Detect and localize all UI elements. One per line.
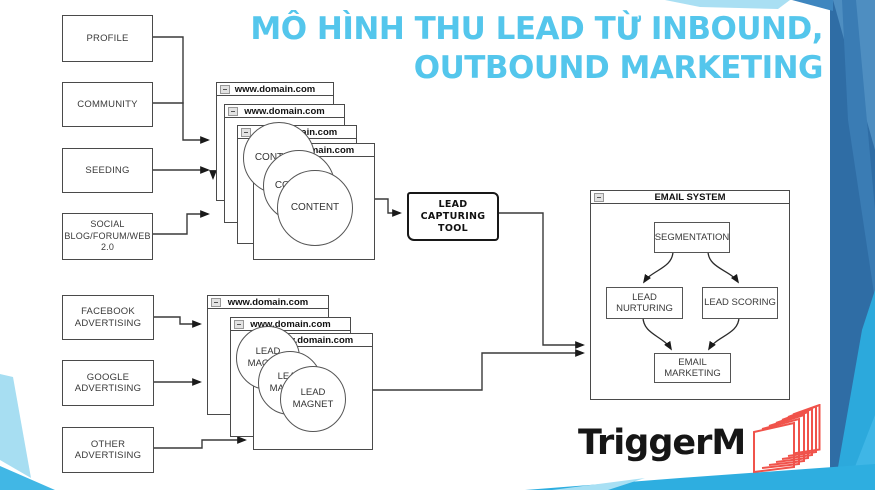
source-label: COMMUNITY bbox=[77, 98, 138, 110]
page-title: MÔ HÌNH THU LEAD TỪ INBOUND, OUTBOUND MA… bbox=[205, 10, 823, 88]
right-band-facet-cyan-bright bbox=[846, 415, 875, 490]
source-label: SOCIAL BLOG/FORUM/WEB 2.0 bbox=[64, 219, 151, 253]
source-label: SEEDING bbox=[85, 164, 130, 176]
node-lead-nurturing: LEAD NURTURING bbox=[606, 287, 683, 319]
source-box-google-advertising: GOOGLE ADVERTISING bbox=[62, 360, 154, 406]
arrow-segmentation-to-nurturing bbox=[642, 250, 674, 284]
connector-other bbox=[152, 436, 247, 449]
title-line-2: OUTBOUND MARKETING bbox=[413, 50, 824, 86]
minimize-icon bbox=[220, 85, 230, 94]
triggerm-logo-icon bbox=[753, 404, 821, 474]
node-label: SEGMENTATION bbox=[654, 231, 730, 243]
lead-capturing-tool-box: LEAD CAPTURING TOOL bbox=[407, 192, 499, 241]
browser-title: www.domain.com bbox=[272, 334, 354, 346]
connector-facebook bbox=[152, 316, 202, 328]
browser-title: www.domain.com bbox=[250, 318, 331, 330]
browser-title: www.domain.com bbox=[244, 105, 325, 117]
bottom-left-corner bbox=[0, 466, 55, 490]
node-label: EMAIL MARKETING bbox=[664, 356, 721, 380]
source-label: OTHER ADVERTISING bbox=[74, 438, 142, 462]
connector-tool-to-email bbox=[495, 212, 585, 349]
browser-title-bar: www.domain.com bbox=[231, 318, 350, 331]
source-label: GOOGLE ADVERTISING bbox=[74, 371, 142, 395]
source-box-community: COMMUNITY bbox=[62, 82, 153, 127]
browser-title: www.domain.com bbox=[227, 296, 309, 308]
source-box-profile: PROFILE bbox=[62, 15, 153, 62]
right-band-facet-cyan bbox=[834, 290, 875, 490]
bottom-band-highlight bbox=[552, 478, 645, 490]
minimize-icon bbox=[594, 193, 604, 202]
lead-capturing-tool-label: LEAD CAPTURING TOOL bbox=[420, 198, 486, 234]
title-line-1: MÔ HÌNH THU LEAD TỪ INBOUND, bbox=[250, 11, 823, 47]
email-system-title: EMAIL SYSTEM bbox=[654, 191, 726, 203]
source-label: FACEBOOK ADVERTISING bbox=[74, 306, 142, 329]
connector-magnet-to-email bbox=[371, 349, 585, 391]
arrow-scoring-to-marketing bbox=[708, 316, 740, 351]
connector-profile bbox=[151, 36, 210, 144]
minimize-icon bbox=[241, 128, 251, 137]
source-label: PROFILE bbox=[86, 32, 129, 44]
source-box-social: SOCIAL BLOG/FORUM/WEB 2.0 bbox=[62, 213, 153, 260]
connector-social bbox=[152, 210, 210, 235]
top-sliver-light bbox=[665, 0, 790, 9]
bottom-left-wedge bbox=[0, 374, 31, 478]
browser-title-bar: www.domain.com bbox=[225, 105, 344, 118]
email-system-window: EMAIL SYSTEM SEGMENTATION LEAD NURTURING… bbox=[590, 190, 790, 400]
source-box-facebook-advertising: FACEBOOK ADVERTISING bbox=[62, 295, 154, 340]
node-email-marketing: EMAIL MARKETING bbox=[654, 353, 731, 383]
content-circle: CONTENT bbox=[277, 170, 353, 246]
node-lead-scoring: LEAD SCORING bbox=[702, 287, 778, 319]
source-box-seeding: SEEDING bbox=[62, 148, 153, 193]
connector-content-to-tool bbox=[373, 198, 402, 217]
source-box-other-advertising: OTHER ADVERTISING bbox=[62, 427, 154, 473]
arrow-nurturing-to-marketing bbox=[642, 316, 672, 351]
circle-label: LEAD MAGNET bbox=[292, 387, 334, 410]
email-flow-arrows bbox=[642, 250, 740, 351]
right-band-facet-mid bbox=[842, 0, 875, 300]
node-label: LEAD NURTURING bbox=[616, 291, 673, 315]
email-system-title-bar: EMAIL SYSTEM bbox=[591, 191, 789, 204]
browser-title-bar: www.domain.com bbox=[217, 83, 333, 96]
right-band-facet-top bbox=[833, 0, 875, 150]
minimize-icon bbox=[211, 298, 221, 307]
minimize-icon bbox=[234, 320, 244, 329]
right-band bbox=[830, 0, 875, 490]
minimize-icon bbox=[228, 107, 238, 116]
browser-title: www.domain.com bbox=[234, 83, 316, 95]
node-segmentation: SEGMENTATION bbox=[654, 222, 730, 253]
browser-title-bar: www.domain.com bbox=[208, 296, 328, 309]
arrow-segmentation-to-scoring bbox=[707, 250, 740, 284]
circle-label: CONTENT bbox=[290, 202, 340, 213]
triggerm-logo-text: TriggerM bbox=[578, 423, 746, 463]
node-label: LEAD SCORING bbox=[704, 297, 776, 309]
lead-magnet-circle: LEAD MAGNET bbox=[280, 366, 346, 432]
